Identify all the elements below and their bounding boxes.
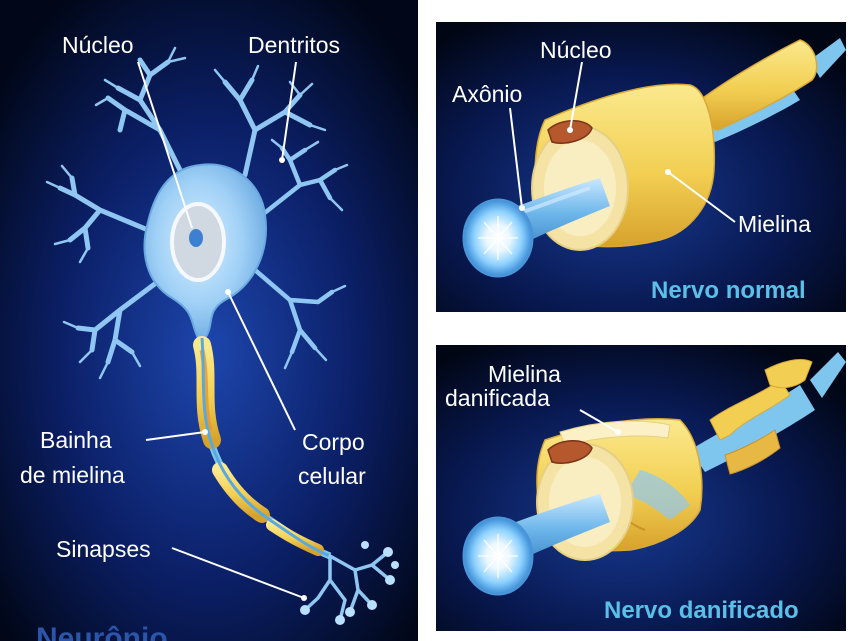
label-corpo-line1: Corpo (302, 429, 365, 455)
label-bainha-line1: Bainha (40, 427, 112, 453)
label-mielina-danificada-line1: Mielina (488, 361, 561, 387)
label-mielina: Mielina (738, 211, 811, 237)
normal-panel-title: Nervo normal (651, 277, 806, 304)
label-dentritos: Dentritos (248, 32, 340, 58)
nucleolus (189, 229, 203, 247)
neuron-title: Neurônio (36, 622, 168, 641)
normal-nerve-panel: Núcleo Axônio Mielina Nervo normal (436, 22, 846, 312)
label-mielina-danificada-line2: danificada (445, 385, 550, 411)
neuron-panel: Núcleo Dentritos Bainha de mielina Corpo… (0, 0, 418, 641)
label-bainha-line2: de mielina (20, 462, 125, 488)
label-nucleo: Núcleo (62, 32, 134, 58)
label-sinapses: Sinapses (56, 536, 151, 562)
label-nucleo-normal: Núcleo (540, 37, 612, 63)
label-corpo-line2: celular (298, 463, 366, 489)
damaged-nerve-panel: Mielina danificada Nervo danificado (436, 345, 846, 631)
label-axonio: Axônio (452, 81, 522, 107)
damaged-panel-title: Nervo danificado (604, 597, 799, 624)
